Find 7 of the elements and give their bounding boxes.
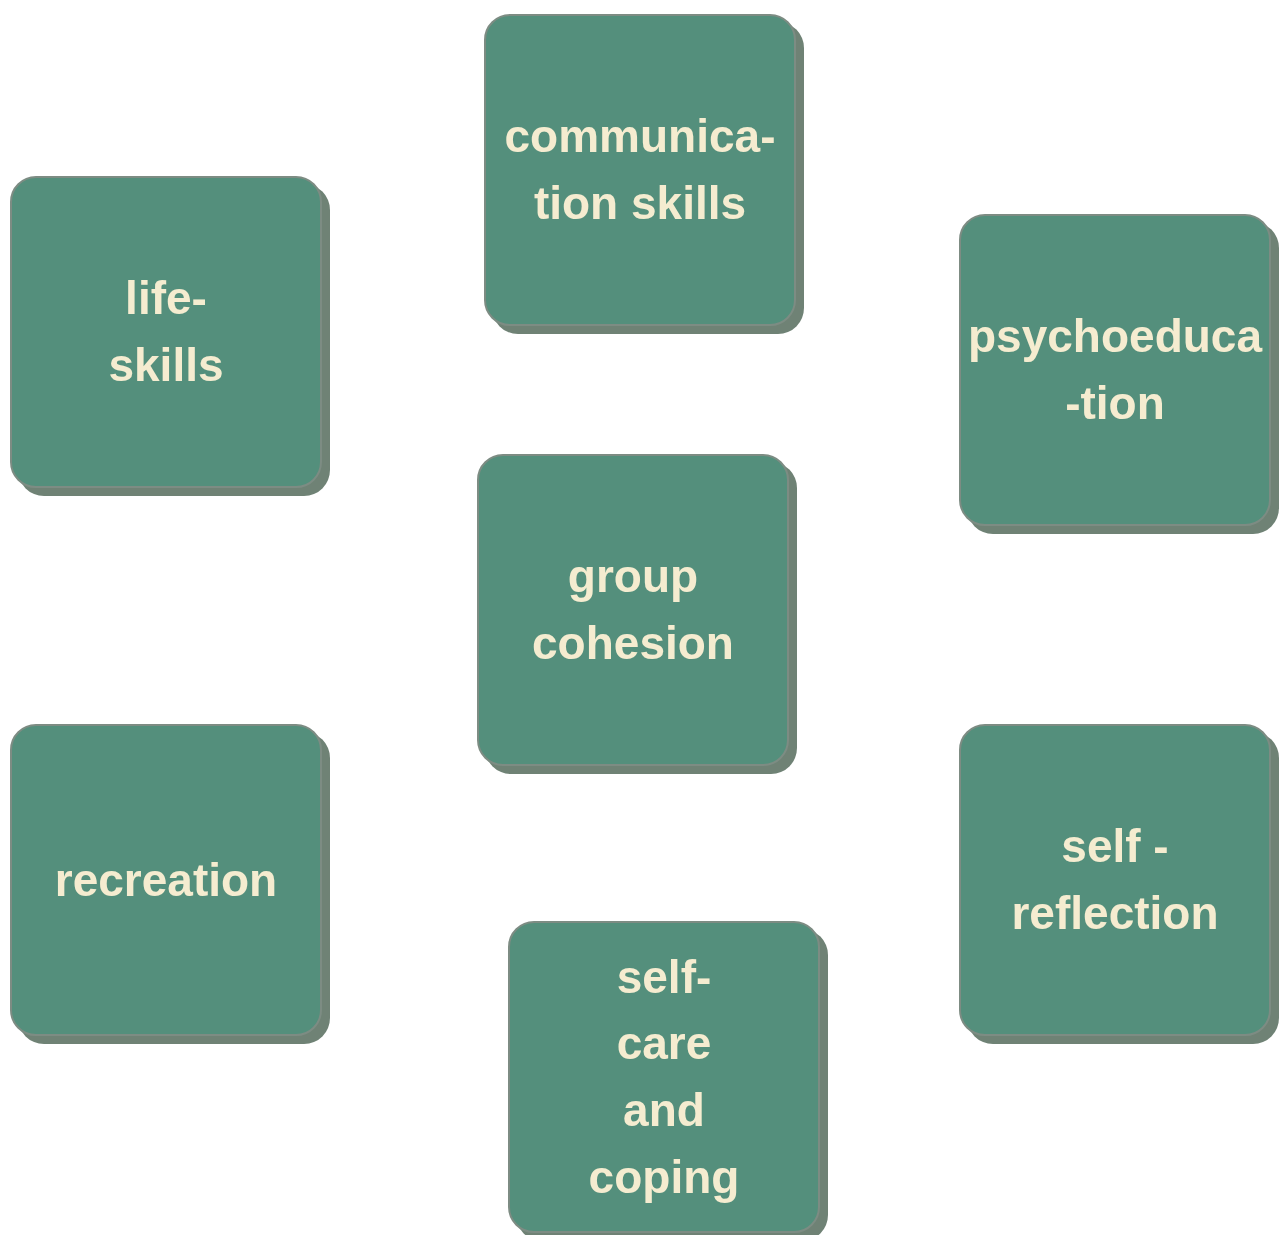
topic-label: group cohesion <box>532 549 734 671</box>
topic-label: self - reflection <box>1010 819 1220 941</box>
topic-label: psychoeduca -tion <box>968 309 1262 431</box>
topic-label: communica- tion skills <box>504 109 776 231</box>
topic-label: life-skills <box>108 271 224 393</box>
topic-label: self-care and coping <box>588 949 740 1205</box>
topic-label: recreation <box>54 852 278 908</box>
